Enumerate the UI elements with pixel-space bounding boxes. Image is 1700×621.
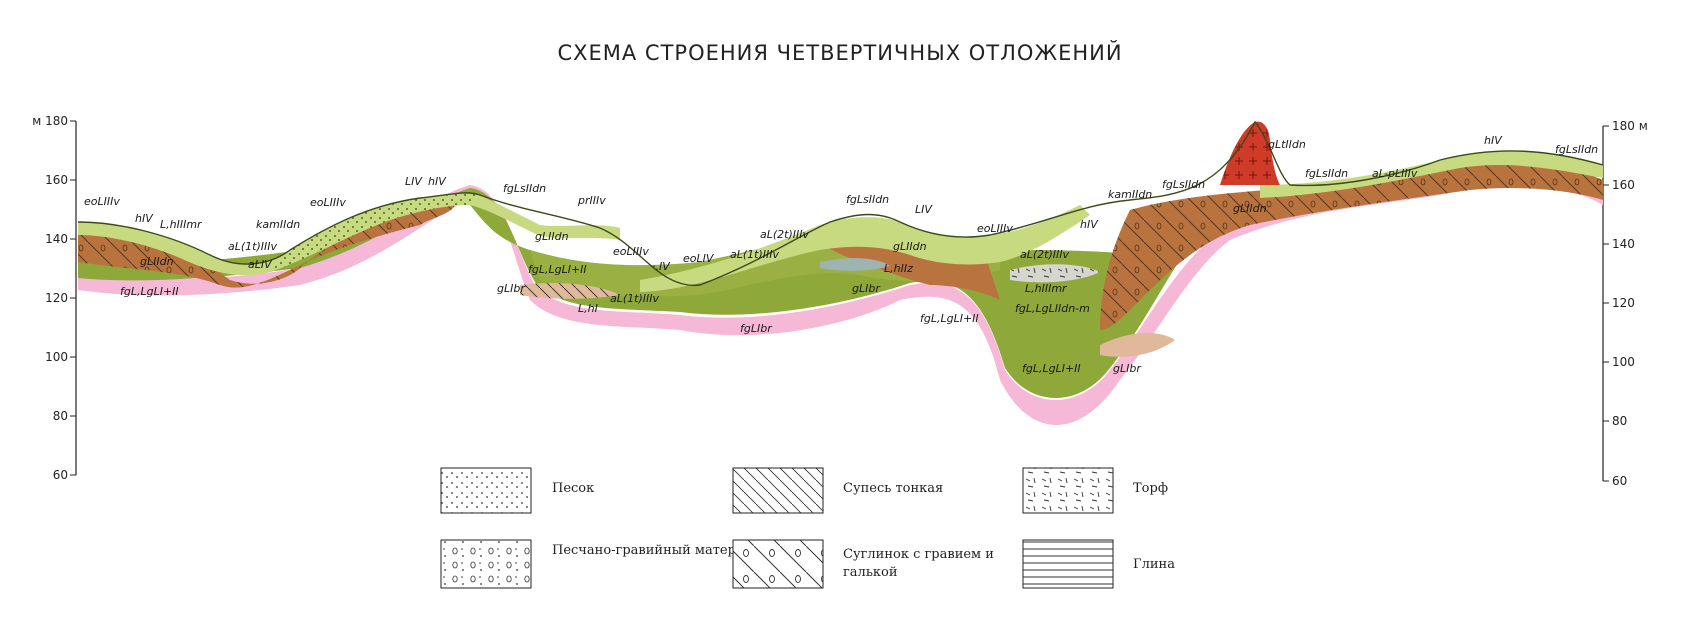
layer-label: kamIIdn xyxy=(1108,188,1152,201)
layer-label: fgL,LgLI+II xyxy=(528,263,587,276)
legend-item-clay: Глина xyxy=(1022,539,1175,589)
layer-label: gLIIdn xyxy=(893,240,927,253)
layer-label: gLIbr xyxy=(1113,362,1142,375)
legend-label-clay: Глина xyxy=(1133,557,1175,572)
layer-label: fgL,LgLI+II xyxy=(920,312,979,325)
left-tick-160: 160 xyxy=(45,173,68,187)
legend-label-sandy-loam: Супесь тонкая xyxy=(843,481,943,496)
legend-label-sand-gravel: Песчано-гравийный материал xyxy=(552,543,761,558)
layer-label: eoLIIIv xyxy=(613,245,649,258)
sand-cover-right xyxy=(1260,150,1603,198)
legend-item-sandy-loam: Супесь тонкая xyxy=(732,467,943,514)
layer-label: gLIIdn xyxy=(535,230,569,243)
layer-label: hIV xyxy=(135,212,154,225)
layer-label: L,hI xyxy=(578,302,598,315)
layer-label: fgL,LgLI+II xyxy=(120,285,179,298)
right-tick-100: 100 xyxy=(1612,355,1635,369)
legend-swatch-sandy-loam xyxy=(733,468,823,513)
right-tick-140: 140 xyxy=(1612,237,1635,251)
till-layer-left-mass xyxy=(78,202,455,288)
legend-item-peat: Торф xyxy=(1022,467,1168,514)
layer-label: fgL,LgLI+II xyxy=(1022,362,1081,375)
clay-lens-left-hatch xyxy=(520,283,620,299)
layer-label: gLIbr xyxy=(852,282,881,295)
layer-label: ·.IV xyxy=(652,260,671,273)
layer-label: eoLIIIv xyxy=(84,195,120,208)
legend: Песок Супесь тонкая Торф Песчано-гравийн… xyxy=(440,467,1175,589)
layer-label: fgL,LgLIIdn-m xyxy=(1015,302,1090,315)
layer-label: L,hIIImr xyxy=(160,218,203,231)
layer-label: aL(1t)IIIv xyxy=(730,248,779,261)
layer-label: L,hIIImr xyxy=(1025,282,1068,295)
peat-lens-2 xyxy=(820,258,890,271)
layer-label: aLIV xyxy=(248,258,273,271)
layer-label: LIV xyxy=(405,175,423,188)
layer-labels: eoLIIIv hIV L,hIIImr gLIIdn fgL,LgLI+II … xyxy=(84,134,1598,375)
till-layer-right-hatch xyxy=(1100,154,1603,330)
layer-label: L,hIIz xyxy=(884,262,913,275)
layer-label: hIV xyxy=(428,175,447,188)
layer-label: fgLsIIdn xyxy=(1162,178,1205,191)
legend-swatch-clay xyxy=(1023,540,1113,588)
layer-label: aL(1t)IIIv xyxy=(610,292,659,305)
layer-label: hIV xyxy=(1080,218,1099,231)
left-tick-80: 80 xyxy=(53,409,68,423)
legend-item-sand-gravel: Песчано-гравийный материал xyxy=(440,539,761,589)
ground-surface xyxy=(77,120,1604,286)
layer-label: aL-pLIIIv xyxy=(1372,167,1418,180)
layer-label: LIV xyxy=(915,203,933,216)
legend-label-loam-gravel: Суглинок с гравием и xyxy=(843,547,994,562)
legend-swatch-sand xyxy=(441,468,531,513)
legend-label-loam-gravel-2: галькой xyxy=(843,565,898,580)
legend-label-peat: Торф xyxy=(1133,481,1168,496)
right-axis: 180 м 160 140 120 100 80 60 xyxy=(1602,119,1648,488)
left-axis-top-label: м 180 xyxy=(32,114,68,128)
layer-label: fgLsIIdn xyxy=(503,182,546,195)
layer-label: fgLsIIdn xyxy=(1305,167,1348,180)
section-layers xyxy=(77,120,1604,425)
layer-label: fgLIbr xyxy=(740,322,773,335)
layer-label: aL(2t)IIIv xyxy=(1020,248,1069,261)
right-tick-160: 160 xyxy=(1612,178,1635,192)
layer-label: eoLIIIv xyxy=(977,222,1013,235)
diagram-title: СХЕМА СТРОЕНИЯ ЧЕТВЕРТИЧНЫХ ОТЛОЖЕНИЙ xyxy=(557,40,1122,65)
legend-swatch-loam-gravel xyxy=(733,540,823,588)
layer-label: aL(1t)IIIv xyxy=(228,240,277,253)
legend-swatch-sand-gravel xyxy=(441,540,531,588)
layer-label: prIIIv xyxy=(577,194,606,207)
left-tick-120: 120 xyxy=(45,291,68,305)
layer-label: gLtIIdn xyxy=(1268,138,1306,151)
layer-label: aL(2t)IIIv xyxy=(760,228,809,241)
left-axis: м 180 160 140 120 100 80 60 xyxy=(32,114,77,482)
left-tick-140: 140 xyxy=(45,232,68,246)
layer-label: eoLIIIv xyxy=(310,196,346,209)
legend-swatch-peat xyxy=(1023,468,1113,513)
left-tick-60: 60 xyxy=(53,468,68,482)
layer-label: fgLsIIdn xyxy=(1555,143,1598,156)
peat-lens-hatch xyxy=(1010,264,1100,283)
layer-label: hIV xyxy=(1484,134,1503,147)
right-tick-60: 60 xyxy=(1612,474,1627,488)
layer-label: fgLsIIdn xyxy=(846,193,889,206)
layer-label: eoLIV xyxy=(683,252,715,265)
clay-lens-right xyxy=(1100,333,1175,357)
left-tick-100: 100 xyxy=(45,350,68,364)
right-tick-120: 120 xyxy=(1612,296,1635,310)
layer-label: gLIIdn xyxy=(1233,202,1267,215)
layer-label: gLIIdn xyxy=(140,255,174,268)
right-tick-80: 80 xyxy=(1612,414,1627,428)
layer-label: gLIbr xyxy=(497,282,526,295)
right-axis-top-label: 180 м xyxy=(1612,119,1648,133)
sand-cover-center xyxy=(640,205,1090,292)
legend-item-loam-gravel: Суглинок с гравием и галькой xyxy=(732,539,994,589)
layer-label: kamIIdn xyxy=(256,218,300,231)
legend-item-sand: Песок xyxy=(440,467,594,514)
legend-label-sand: Песок xyxy=(552,481,594,496)
